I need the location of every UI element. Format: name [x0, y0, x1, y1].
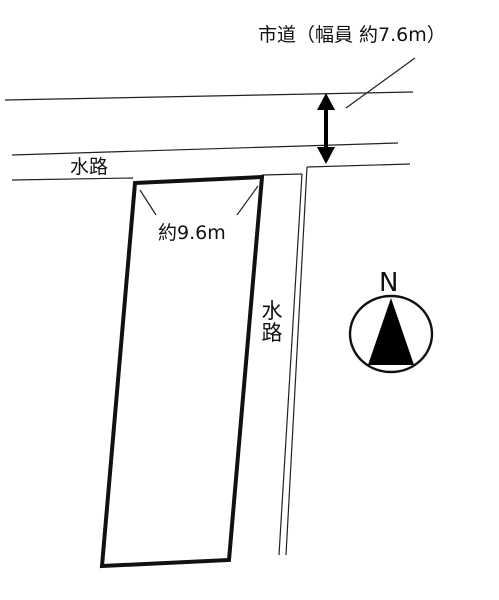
compass-arrow	[368, 298, 414, 365]
waterway-east-char-1: 水	[261, 299, 283, 323]
waterway-top-edge	[11, 177, 134, 181]
waterway-east-corner	[306, 163, 411, 168]
waterway-top-label: 水路	[70, 156, 109, 178]
compass-circle	[348, 294, 434, 374]
road-label-leader	[345, 57, 416, 109]
road-width-arrowhead-top	[317, 93, 335, 110]
waterway-east-outer-edge	[285, 166, 308, 556]
lot-outline	[99, 174, 265, 569]
road-south-edge	[11, 142, 399, 156]
lot-width-leader-left	[139, 189, 157, 216]
north-label: N	[379, 268, 399, 298]
road-north-edge	[4, 91, 414, 101]
lot-width-leader-right	[236, 185, 259, 216]
waterway-east-inner-edge	[278, 173, 303, 556]
lot-width-label: 約9.6m	[158, 222, 226, 244]
waterway-top-edge-right	[261, 173, 303, 176]
road-label: 市道（幅員 約7.6m）	[258, 24, 446, 46]
waterway-east-label: 水 路	[260, 300, 284, 344]
road-width-arrowhead-bottom	[317, 147, 335, 164]
waterway-east-char-2: 路	[261, 321, 283, 346]
